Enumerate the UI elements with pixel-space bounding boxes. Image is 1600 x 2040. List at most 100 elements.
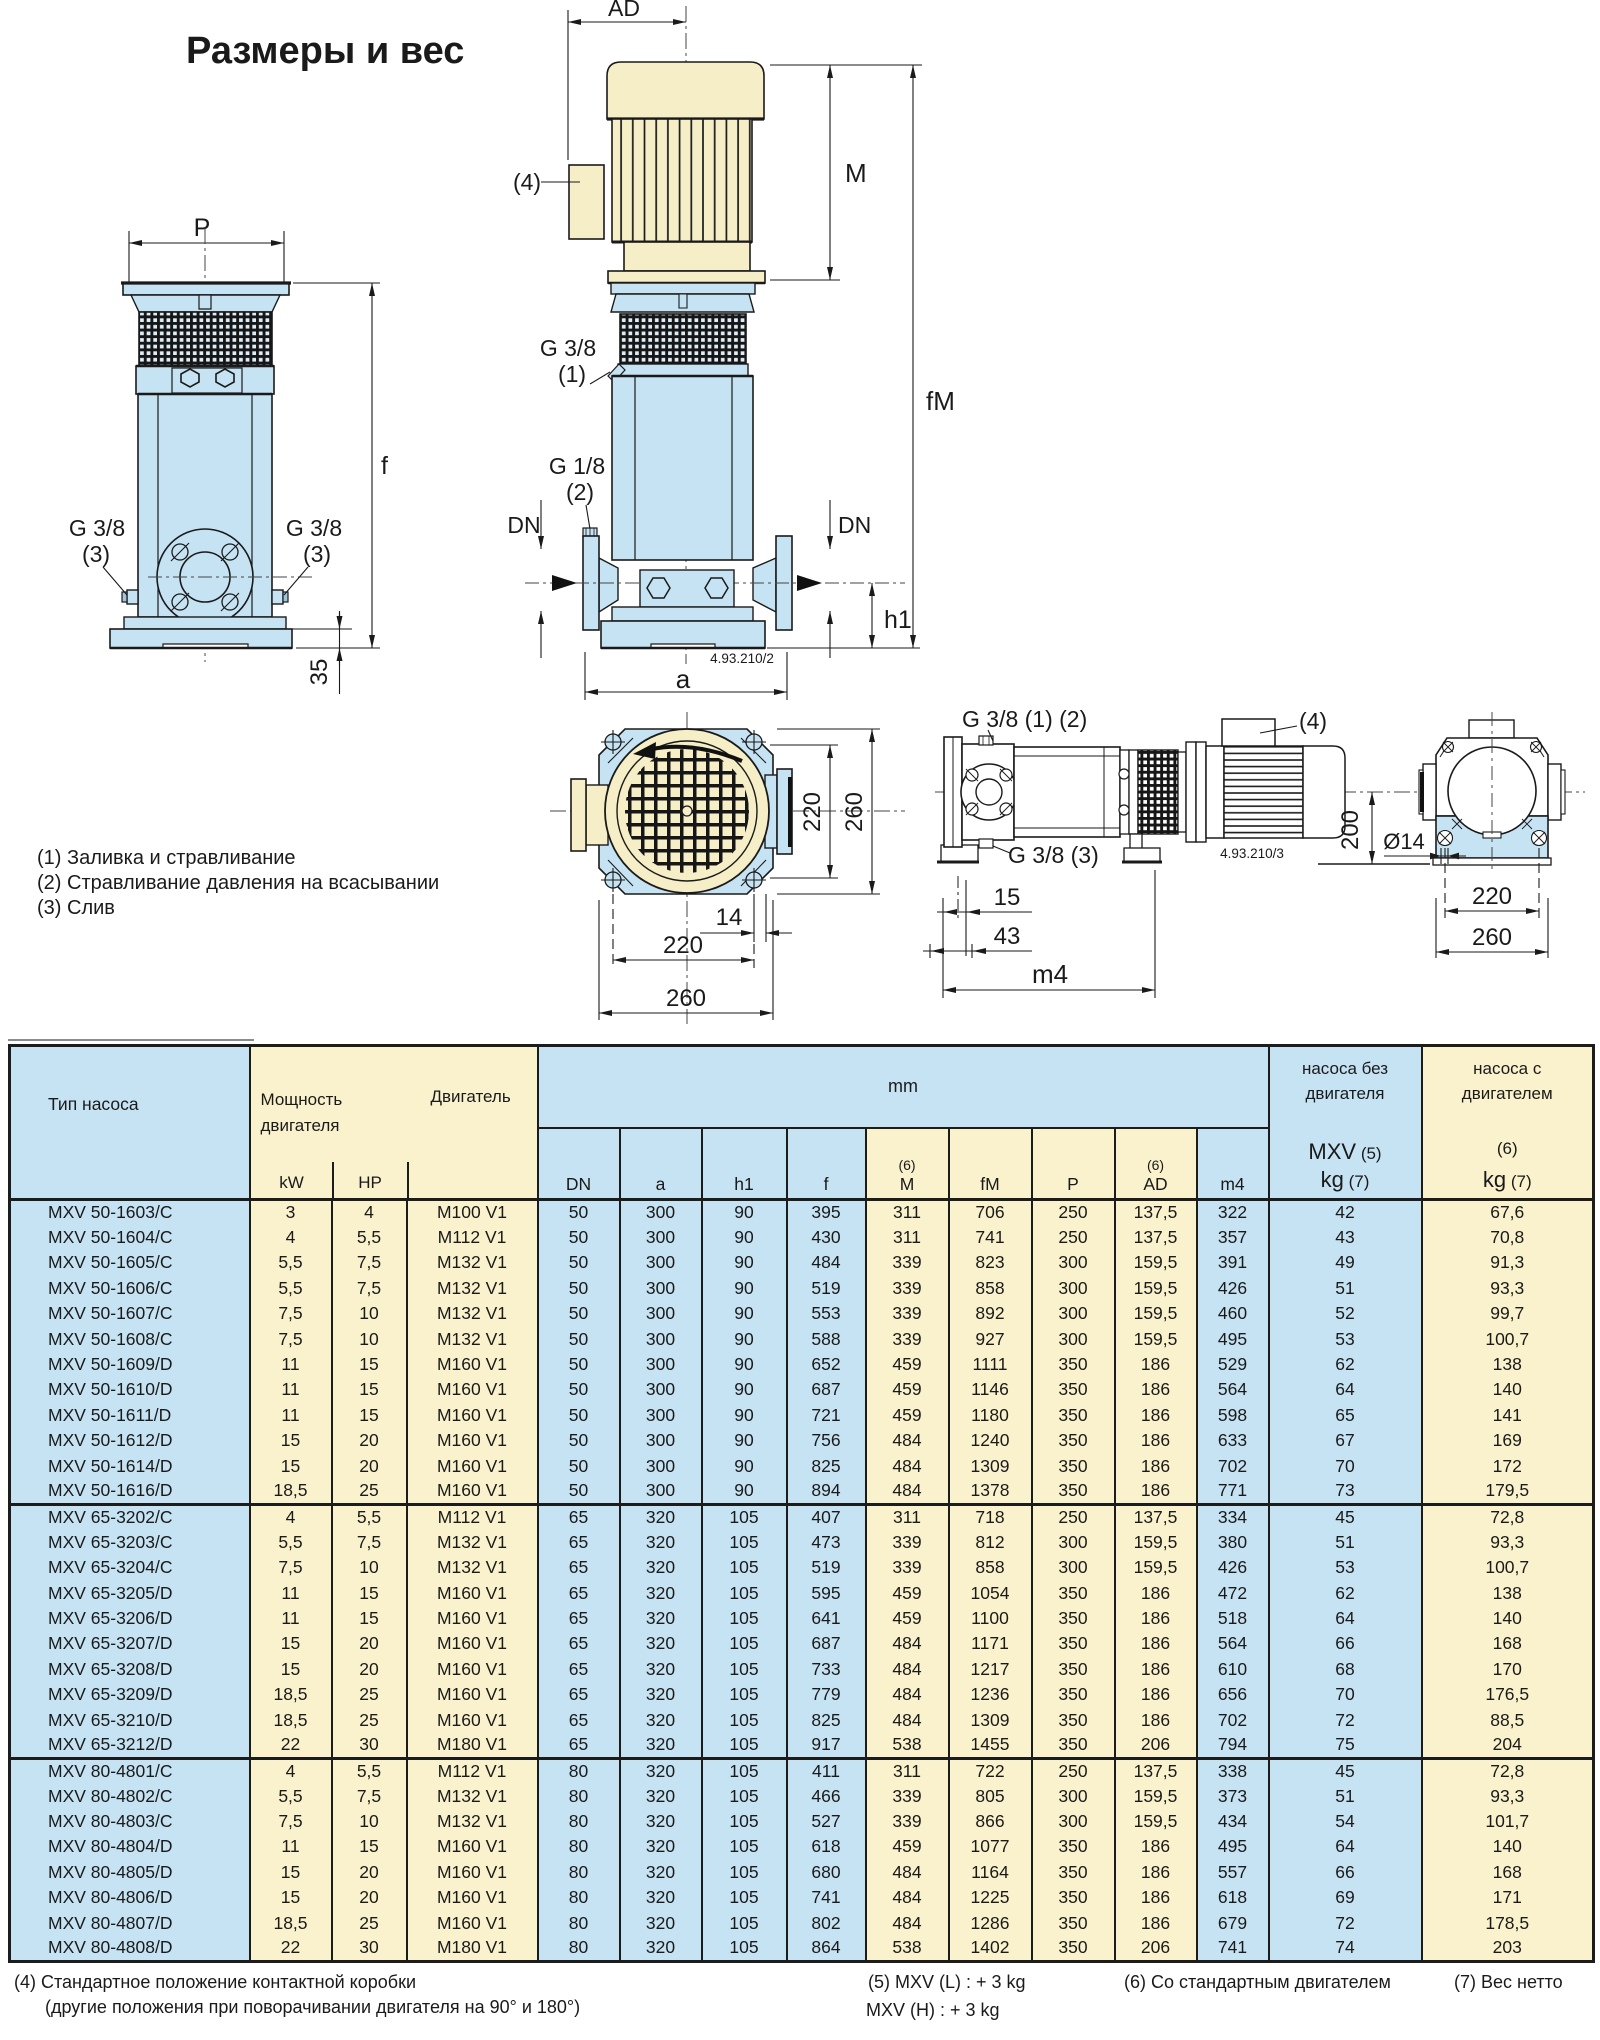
cell-fm: 866 [947,1808,1033,1835]
topview-dim-260-bottom: 260 [666,985,706,1012]
cell-hp: 25 [330,1707,408,1733]
cell-motor: M112 V1 [405,1504,539,1530]
cell-kw: 15 [248,1885,333,1911]
cell-dn: 80 [536,1808,621,1835]
cell-a: 320 [618,1707,703,1733]
cell-type: MXV 65-3206/D [8,1605,251,1632]
cell-f: 553 [785,1301,867,1327]
cell-kw: 7,5 [248,1808,333,1835]
cell-kg-pump: 54 [1267,1808,1423,1835]
cell-kw: 11 [248,1605,333,1632]
cell-kw: 4 [248,1504,333,1530]
kw-hp-divider [331,1162,334,1197]
cell-type: MXV 65-3208/D [8,1656,251,1682]
cell-fm: 892 [947,1301,1033,1327]
cell-f: 473 [785,1529,867,1555]
cell-ad: 137,5 [1113,1758,1198,1784]
cell-kg-pump: 52 [1267,1301,1423,1327]
cell-fm: 1236 [947,1681,1033,1708]
dn-left-label: DN [507,512,540,538]
cell-ad: 159,5 [1113,1250,1198,1276]
cell-hp: 20 [330,1631,408,1657]
sideview-dim-200: 200 [1337,810,1364,850]
cell-hp: 20 [330,1859,408,1886]
cell-kw: 18,5 [248,1478,333,1505]
cell-type: MXV 80-4803/C [8,1808,251,1835]
topview-dim-220-side: 220 [799,792,826,832]
cell-f: 588 [785,1326,867,1352]
cell-fm: 1240 [947,1428,1033,1454]
cell-kw: 15 [248,1428,333,1454]
cell-dn: 50 [536,1402,621,1429]
cell-fm: 1378 [947,1478,1033,1505]
cell-dn: 65 [536,1707,621,1733]
cell-motor: M160 V1 [405,1681,539,1708]
cell-kg-with-motor: 141 [1420,1402,1595,1429]
cell-p: 350 [1030,1656,1116,1682]
cell-fm: 1217 [947,1656,1033,1682]
cell-kg-with-motor: 140 [1420,1834,1595,1860]
cell-m: 484 [864,1631,950,1657]
cell-kg-pump: 66 [1267,1859,1423,1886]
cell-kg-with-motor: 172 [1420,1453,1595,1479]
cell-kg-with-motor: 93,3 [1420,1275,1595,1302]
cell-p: 250 [1030,1224,1116,1251]
dim-f-label: f [381,452,388,480]
cell-ad: 186 [1113,1377,1198,1403]
cell-kg-with-motor: 179,5 [1420,1478,1595,1505]
cell-kg-pump: 62 [1267,1580,1423,1606]
cell-kg-pump: 70 [1267,1453,1423,1479]
cell-motor: M160 V1 [405,1580,539,1606]
cell-dn: 50 [536,1275,621,1302]
cell-a: 300 [618,1351,703,1378]
cell-p: 300 [1030,1529,1116,1555]
cell-motor: M180 V1 [405,1935,539,1962]
subheader-m: (6)M [864,1127,950,1201]
cell-m4: 679 [1195,1910,1270,1936]
cell-kg-pump: 49 [1267,1250,1423,1276]
cell-type: MXV 50-1603/C [8,1199,251,1225]
cell-type: MXV 80-4808/D [8,1935,251,1962]
weight-bare-series: MXV (5) [1308,1139,1382,1164]
dim-p-label: P [194,214,211,242]
cell-p: 350 [1030,1351,1116,1378]
cell-fm: 1402 [947,1935,1033,1962]
cell-kg-with-motor: 91,3 [1420,1250,1595,1276]
cell-hp: 5,5 [330,1224,408,1251]
cell-fm: 1077 [947,1834,1033,1860]
cell-h1: 90 [700,1250,788,1276]
cell-dn: 65 [536,1631,621,1657]
cell-fm: 1309 [947,1453,1033,1479]
cell-h1: 105 [700,1605,788,1632]
cell-kg-pump: 70 [1267,1681,1423,1708]
cell-m: 339 [864,1554,950,1581]
subheader-p: P [1030,1127,1116,1201]
cell-motor: M160 V1 [405,1910,539,1936]
cell-p: 250 [1030,1199,1116,1225]
cell-dn: 65 [536,1656,621,1682]
cell-hp: 15 [330,1580,408,1606]
cell-p: 350 [1030,1478,1116,1505]
cell-type: MXV 80-4805/D [8,1859,251,1886]
legend-notes: (1) Заливка и стравливание (2) Стравлива… [37,846,439,921]
sideview-dim-43: 43 [994,923,1021,950]
cell-kg-with-motor: 138 [1420,1351,1595,1378]
cell-m4: 518 [1195,1605,1270,1632]
cell-dn: 50 [536,1478,621,1505]
cell-ad: 186 [1113,1834,1198,1860]
cell-h1: 105 [700,1707,788,1733]
header-weight-with-motor: насоса с двигателем (6) kg (7) [1420,1045,1595,1201]
header-kw-label: kW [279,1173,304,1192]
weight-bare-unit: kg (7) [1320,1167,1370,1192]
cell-f: 687 [785,1631,867,1657]
cell-kg-pump: 69 [1267,1885,1423,1911]
cell-m: 311 [864,1504,950,1530]
cell-kg-pump: 51 [1267,1275,1423,1302]
cell-m4: 610 [1195,1656,1270,1682]
